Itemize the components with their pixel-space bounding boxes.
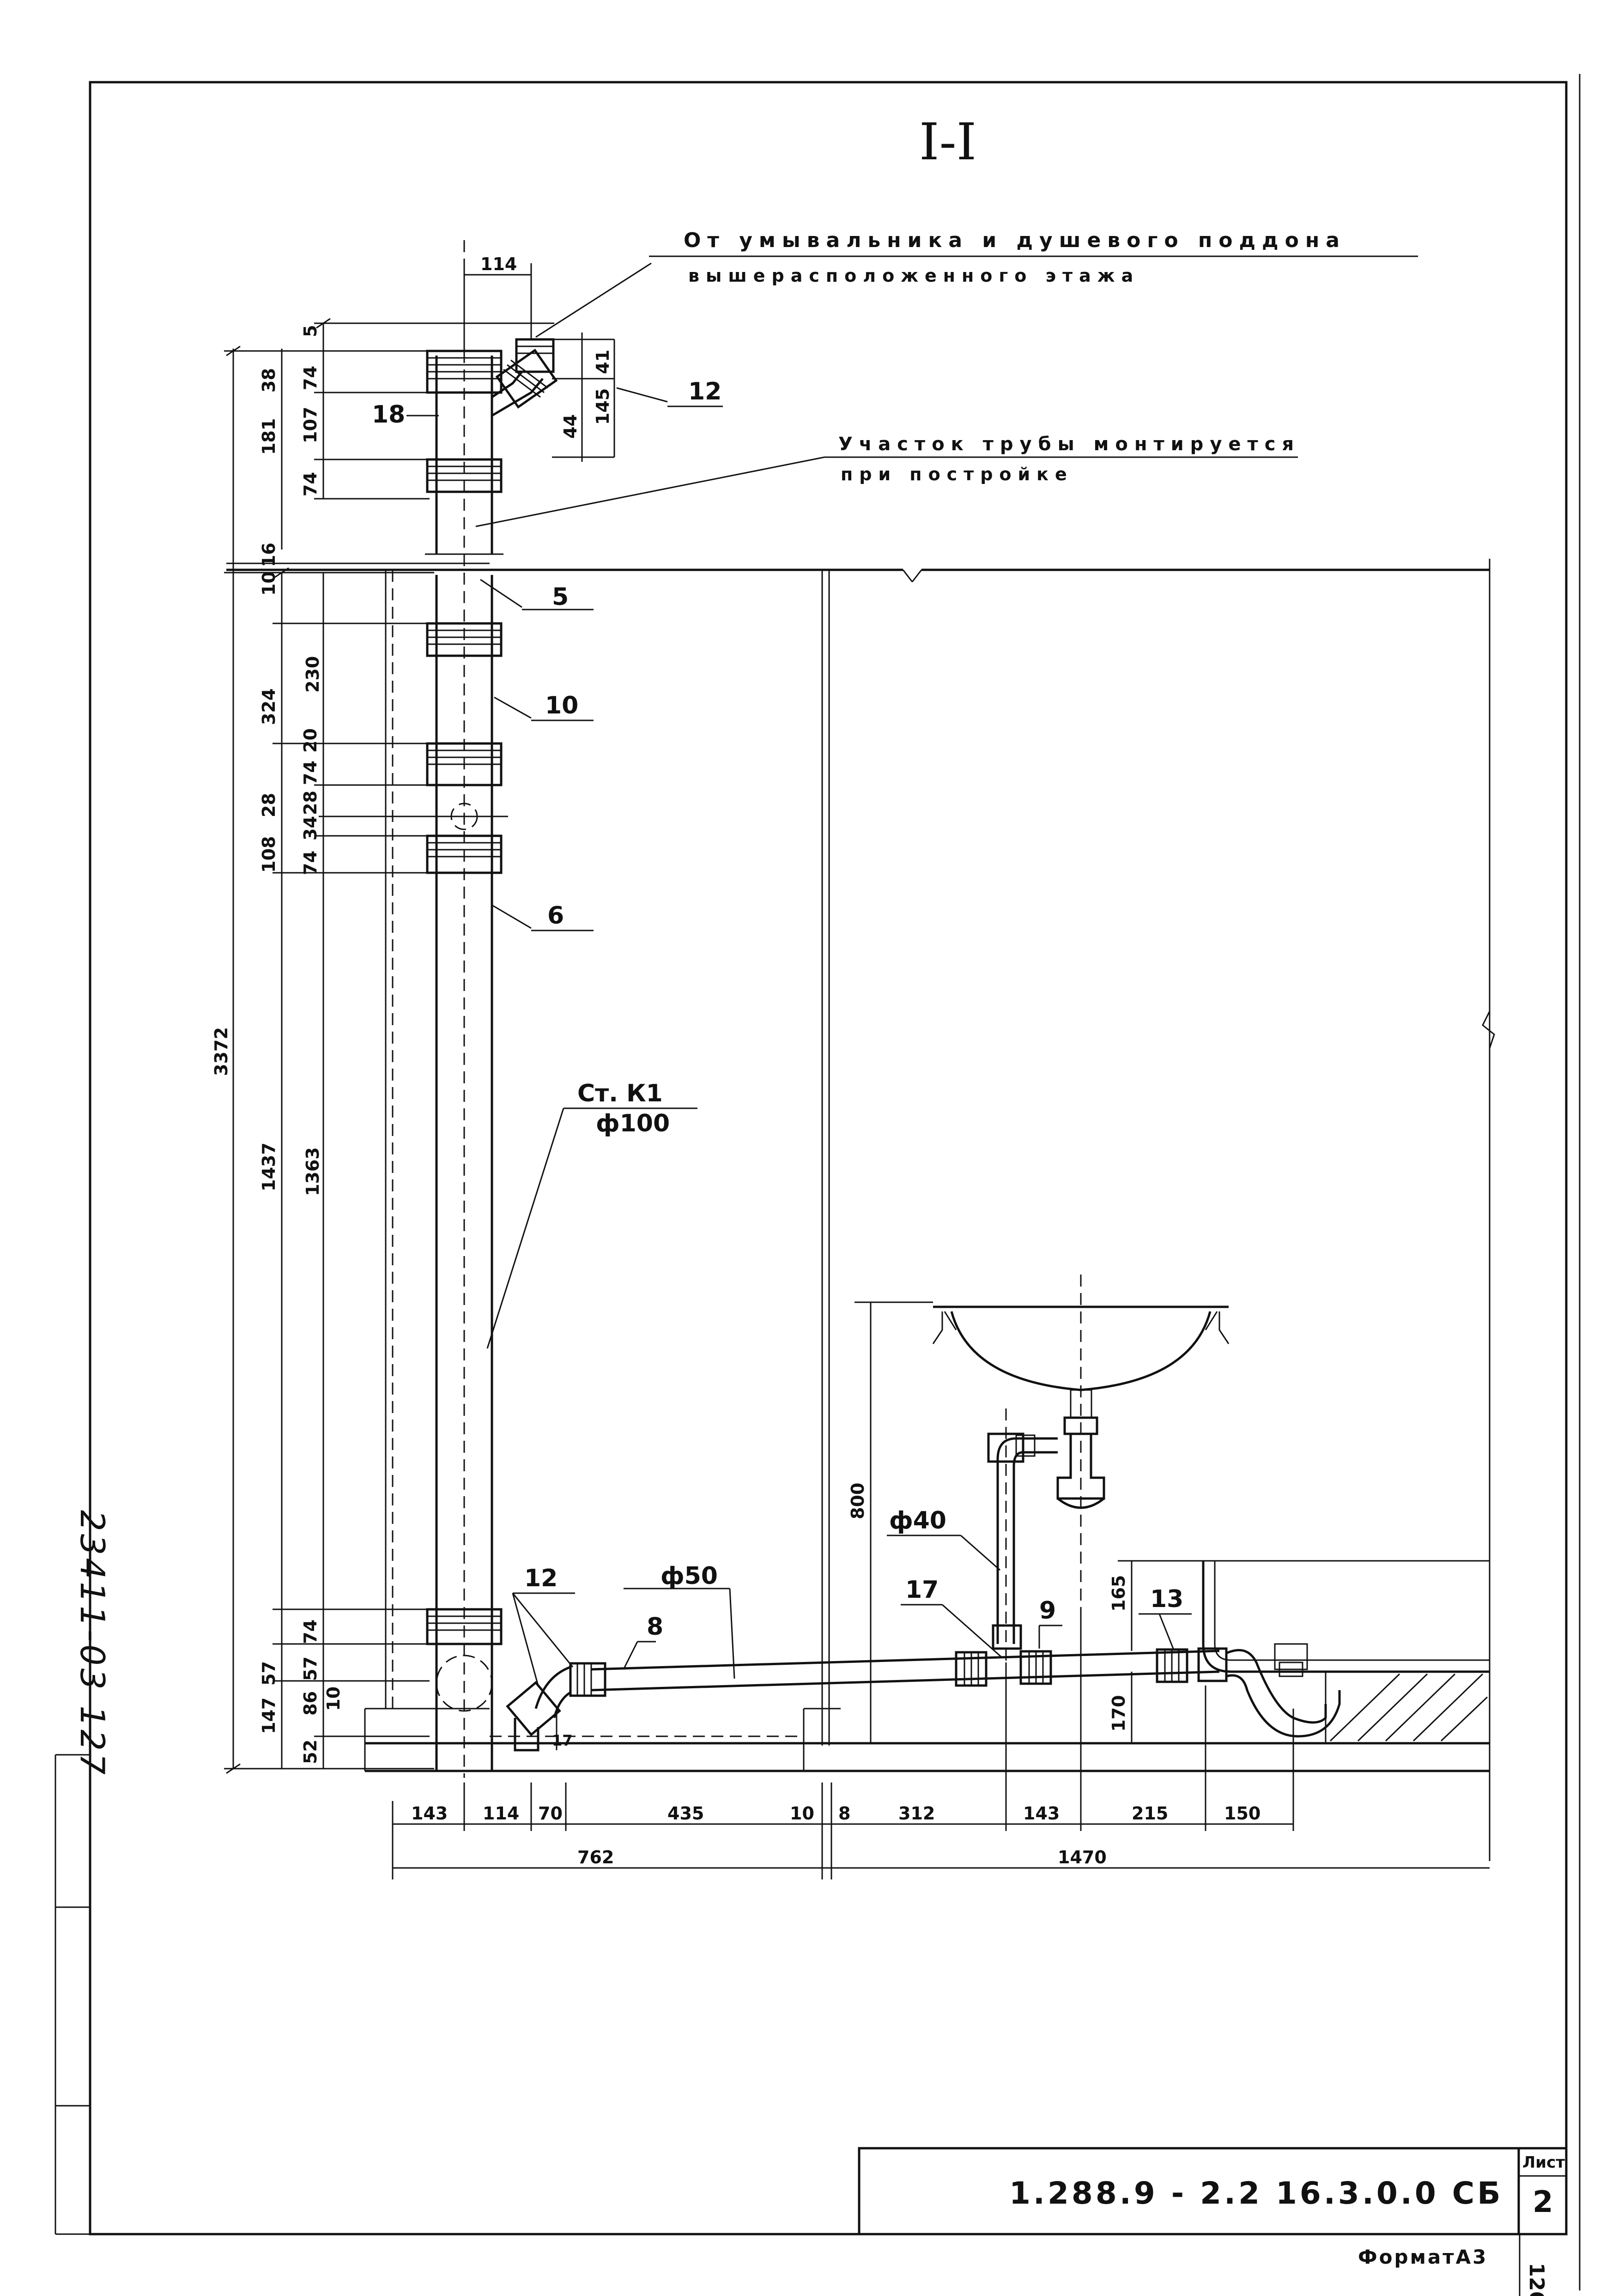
dim-800: 800 bbox=[848, 1483, 868, 1519]
dim-165: 165 bbox=[1109, 1575, 1129, 1612]
position-9: 9 bbox=[1039, 1597, 1056, 1625]
branch-diameter-50: ф50 bbox=[661, 1562, 718, 1590]
position-6: 6 bbox=[547, 902, 564, 930]
dim-34: 34 bbox=[300, 816, 321, 840]
dim-86: 86 bbox=[300, 1691, 321, 1716]
leader-lines bbox=[406, 255, 1418, 1686]
dim-230: 230 bbox=[303, 656, 323, 693]
dim-181: 181 bbox=[259, 418, 279, 455]
building-structure bbox=[226, 559, 1495, 1861]
dim-1437: 1437 bbox=[259, 1142, 279, 1191]
dim-114-top: 114 bbox=[480, 254, 517, 274]
side-code: 23411-03 127 bbox=[73, 1510, 112, 1777]
dim-20: 20 bbox=[300, 728, 321, 753]
position-18: 18 bbox=[372, 401, 405, 429]
stamp-code: 1.288.9 - 2.2 16.3.0.0 СБ bbox=[1009, 2175, 1503, 2211]
dim-1363: 1363 bbox=[303, 1147, 323, 1196]
dim-150: 150 bbox=[1224, 1803, 1261, 1824]
bottom-dimensions: 143 114 70 435 10 8 312 143 215 150 762 … bbox=[411, 1483, 1261, 1867]
dim-324: 324 bbox=[259, 689, 279, 725]
position-17: 17 bbox=[905, 1576, 939, 1604]
riser-pipe bbox=[319, 240, 508, 1778]
position-5: 5 bbox=[552, 583, 569, 611]
dim-70: 70 bbox=[538, 1803, 563, 1824]
branch-pipe bbox=[506, 1643, 1341, 1752]
top-inlet-branch bbox=[491, 338, 558, 417]
dim-215: 215 bbox=[1132, 1803, 1168, 1824]
dim-762: 762 bbox=[577, 1847, 614, 1867]
dim-52: 52 bbox=[300, 1740, 321, 1764]
dim-8: 8 bbox=[838, 1803, 850, 1824]
sheet-number: 2 bbox=[1533, 2185, 1553, 2219]
dim-108: 108 bbox=[259, 836, 279, 873]
dim-16: 16 bbox=[259, 543, 279, 567]
dim-41: 41 bbox=[593, 350, 613, 374]
dim-74-upper-coupling: 74 bbox=[300, 761, 321, 785]
dim-74-bottom: 74 bbox=[300, 1619, 321, 1644]
dim-107: 107 bbox=[300, 407, 321, 443]
note-pipe-line2: при постройке bbox=[841, 464, 1073, 484]
dim-57-b: 57 bbox=[300, 1656, 321, 1681]
dim-57-a: 57 bbox=[259, 1661, 279, 1686]
dim-147: 147 bbox=[259, 1698, 279, 1734]
dim-3372: 3372 bbox=[211, 1027, 231, 1076]
washbasin bbox=[932, 1275, 1230, 1662]
dim-10: 10 bbox=[259, 571, 279, 596]
dim-44: 44 bbox=[560, 414, 581, 439]
dim-114: 114 bbox=[483, 1803, 519, 1824]
riser-diameter: ф100 bbox=[596, 1110, 670, 1137]
notes: От умывальника и душевого поддона вышера… bbox=[577, 229, 1346, 1590]
dimension-lines bbox=[224, 263, 1490, 1879]
dim-74-top: 74 bbox=[300, 366, 321, 390]
note-from-line2: вышерасположенного этажа bbox=[688, 266, 1139, 286]
dim-74-mid: 74 bbox=[300, 472, 321, 496]
sheet-label: Лист bbox=[1522, 2153, 1565, 2172]
position-13: 13 bbox=[1150, 1585, 1183, 1613]
position-8: 8 bbox=[647, 1613, 663, 1641]
dim-170: 170 bbox=[1109, 1695, 1129, 1732]
dim-10: 10 bbox=[790, 1803, 814, 1824]
dim-74-lower-coupling: 74 bbox=[300, 851, 321, 875]
dim-28-b: 28 bbox=[300, 791, 321, 815]
position-12-bottom: 12 bbox=[524, 1565, 558, 1592]
dim-5: 5 bbox=[300, 325, 321, 337]
section-title: I-I bbox=[919, 112, 976, 171]
dim-312: 312 bbox=[898, 1803, 935, 1824]
sheet-frame bbox=[55, 74, 1581, 2290]
note-from-line1: От умывальника и душевого поддона bbox=[684, 229, 1346, 252]
dim-10-bottom: 10 bbox=[323, 1686, 344, 1711]
note-pipe-line1: Участок трубы монтируется bbox=[838, 434, 1300, 455]
position-10: 10 bbox=[545, 692, 578, 719]
dim-143-left: 143 bbox=[411, 1803, 448, 1824]
dim-145: 145 bbox=[593, 388, 613, 425]
dim-17: 17 bbox=[552, 1732, 573, 1749]
top-dimensions: 114 41 145 44 bbox=[480, 254, 613, 439]
dim-1470: 1470 bbox=[1058, 1847, 1107, 1867]
dim-38: 38 bbox=[259, 368, 279, 393]
dim-435: 435 bbox=[667, 1803, 704, 1824]
dim-143-right: 143 bbox=[1023, 1803, 1060, 1824]
dim-28-a: 28 bbox=[259, 793, 279, 817]
corner-number: 126 bbox=[1525, 2263, 1548, 2296]
position-12-top: 12 bbox=[688, 378, 721, 405]
position-numbers: 5 6 8 9 10 12 12 13 17 18 bbox=[372, 378, 1183, 1641]
basin-diameter-40: ф40 bbox=[889, 1507, 946, 1535]
riser-name: Ст. К1 bbox=[577, 1080, 663, 1107]
format-label: ФорматА3 bbox=[1358, 2246, 1488, 2268]
left-dimensions: 3372 1437 1363 324 230 181 107 74 74 74 … bbox=[211, 325, 344, 1764]
title-block: 1.288.9 - 2.2 16.3.0.0 СБ Лист 2 ФорматА… bbox=[858, 2147, 1568, 2296]
